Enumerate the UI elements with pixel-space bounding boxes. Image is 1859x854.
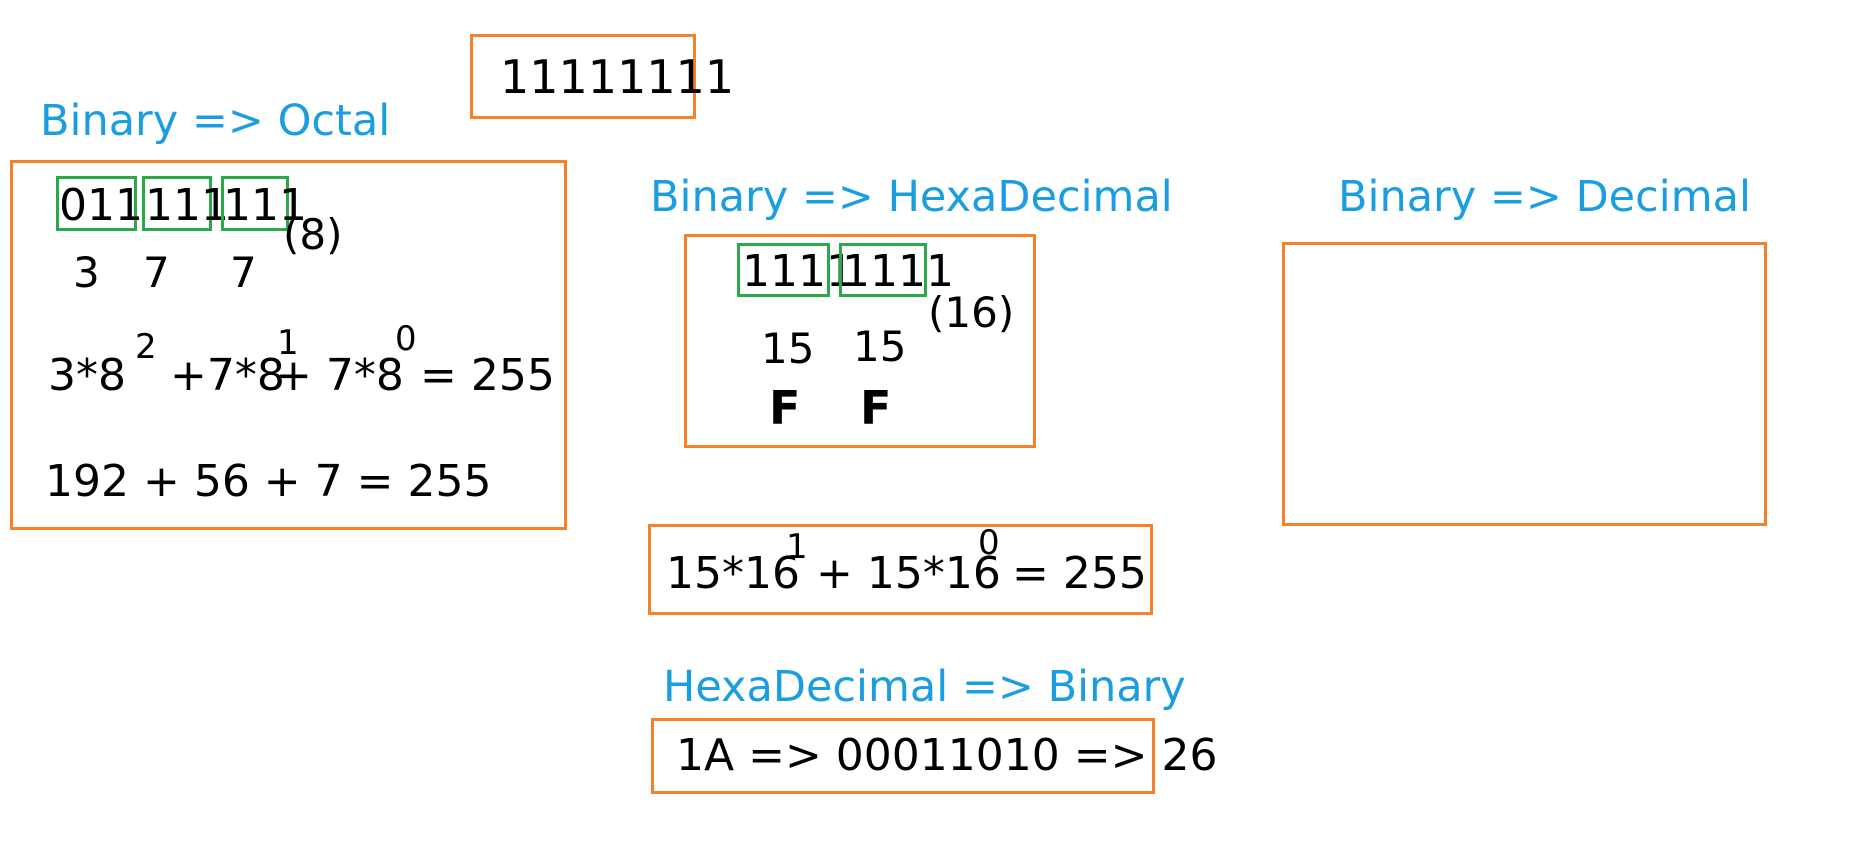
hex-base: (16)	[928, 288, 1015, 337]
octal-expansion-term-3: + 7*8	[275, 350, 404, 401]
octal-box	[10, 160, 567, 530]
octal-group-box-2	[142, 176, 212, 231]
octal-digit-1: 3	[73, 248, 100, 297]
hex-box	[684, 234, 1036, 448]
hex-group-box-2	[839, 243, 927, 297]
octal-expansion-term-1: 3*8	[48, 350, 126, 401]
decimal-box	[1282, 242, 1767, 526]
hex-expansion-term-2: + 15*16	[816, 548, 1001, 599]
hex-value-1: 15	[761, 324, 815, 373]
octal-expansion-exp-1: 2	[135, 327, 157, 367]
hex-group-2: 1111	[842, 246, 954, 297]
hex-group-box-1	[737, 243, 830, 297]
hex-expansion-result: = 255	[1012, 548, 1147, 599]
hex-to-binary-title: HexaDecimal => Binary	[663, 662, 1186, 712]
hex-to-binary-box	[651, 718, 1155, 794]
octal-sum: 192 + 56 + 7 = 255	[45, 456, 492, 507]
octal-group-box-1	[56, 176, 137, 231]
octal-group-box-3	[221, 176, 289, 231]
hex-group-1: 1111	[742, 246, 854, 297]
hex-expansion-exp-1: 1	[786, 527, 808, 567]
top-value-box	[470, 34, 696, 119]
hex-letter-2: F	[860, 381, 892, 435]
hex-to-binary-expression: 1A => 00011010 => 26	[676, 730, 1218, 781]
octal-expansion-result: = 255	[420, 350, 555, 401]
hex-expansion-exp-2: 0	[978, 523, 1000, 563]
top-value: 11111111	[500, 50, 735, 104]
octal-digit-3: 7	[230, 248, 257, 297]
octal-base: (8)	[283, 210, 343, 259]
octal-title: Binary => Octal	[40, 96, 391, 146]
octal-group-1: 011	[59, 180, 143, 231]
octal-expansion-exp-2: 1	[277, 323, 299, 363]
decimal-title: Binary => Decimal	[1338, 172, 1751, 222]
hex-title: Binary => HexaDecimal	[650, 172, 1173, 222]
octal-group-3: 111	[223, 180, 307, 231]
octal-group-2: 111	[145, 180, 229, 231]
octal-expansion-term-2: +7*8	[170, 350, 285, 401]
hex-expansion-term-1: 15*16	[666, 548, 800, 599]
octal-digit-2: 7	[143, 248, 170, 297]
hex-letter-1: F	[769, 381, 801, 435]
hex-value-2: 15	[853, 322, 907, 371]
octal-expansion-exp-3: 0	[395, 319, 417, 359]
hex-expansion-box	[648, 524, 1153, 615]
